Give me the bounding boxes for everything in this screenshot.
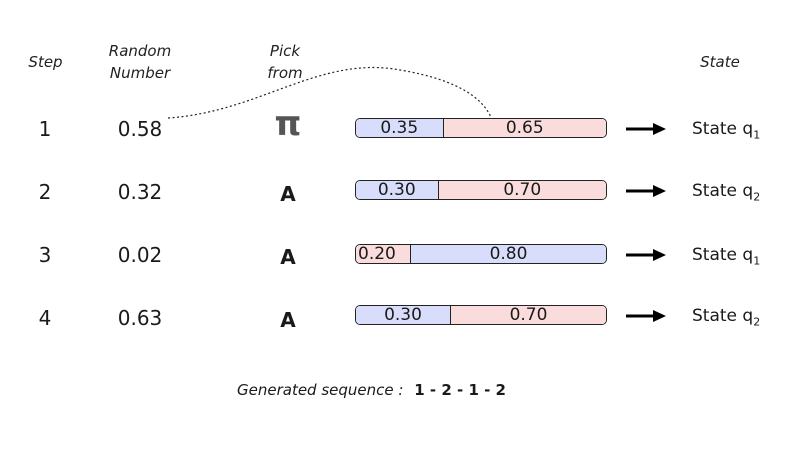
segment-state-1: 0.80	[411, 245, 606, 263]
matrix-a-symbol: A	[280, 182, 296, 206]
state-label: State q2	[692, 181, 792, 203]
segment-state-1: 0.30	[356, 181, 439, 199]
segment-value: 0.30	[377, 180, 416, 200]
segment-state-2: 0.65	[443, 118, 606, 138]
segment-value: 0.70	[509, 305, 548, 325]
segment-value: 0.65	[505, 118, 544, 138]
generated-sequence: Generated sequence : 1 - 2 - 1 - 2	[237, 381, 506, 399]
segment-state-1: 0.30	[356, 306, 451, 324]
segment-state-2: 0.70	[451, 306, 606, 324]
random-number: 0.32	[117, 180, 163, 204]
state-subscript: 2	[753, 190, 761, 204]
probability-bar: 0.30 0.70	[355, 180, 607, 200]
header-state: State	[690, 51, 750, 73]
step-number: 3	[38, 243, 52, 267]
state-subscript: 2	[753, 315, 761, 329]
right-arrow-icon	[626, 249, 666, 261]
segment-value: 0.80	[489, 244, 528, 264]
probability-bar: 0.30 0.70	[355, 305, 607, 325]
segment-value: 0.20	[358, 244, 396, 264]
segment-state-2: 0.20	[356, 245, 411, 263]
segment-state-2: 0.70	[438, 180, 606, 200]
random-number: 0.02	[117, 243, 163, 267]
header-step-label: Step	[28, 53, 63, 71]
state-subscript: 1	[753, 128, 761, 142]
header-random-number: Random Number	[95, 40, 185, 84]
header-pick-line1: Pick	[269, 42, 301, 60]
state-prefix: State q	[692, 245, 754, 265]
segment-value: 0.30	[384, 305, 422, 325]
state-prefix: State q	[692, 306, 754, 326]
step-number: 4	[38, 306, 52, 330]
header-state-label: State	[700, 53, 740, 71]
header-random-line1: Random	[108, 42, 172, 60]
header-random-line2: Number	[109, 64, 171, 82]
probability-bar: 0.20 0.80	[355, 244, 607, 264]
state-prefix: State q	[692, 119, 754, 139]
random-number: 0.58	[117, 117, 163, 141]
segment-state-1: 0.35	[356, 119, 444, 137]
header-pick-from: Pick from	[255, 40, 315, 84]
generated-sequence-label: Generated sequence :	[237, 381, 404, 399]
step-number: 1	[38, 117, 52, 141]
pi-symbol: π	[274, 104, 302, 144]
matrix-a-symbol: A	[280, 308, 296, 332]
matrix-a-symbol: A	[280, 245, 296, 269]
segment-value: 0.70	[503, 180, 542, 200]
header-pick-line2: from	[267, 64, 303, 82]
state-prefix: State q	[692, 181, 754, 201]
random-number: 0.63	[117, 306, 163, 330]
state-label: State q1	[692, 245, 792, 267]
state-label: State q2	[692, 306, 792, 328]
state-subscript: 1	[753, 254, 761, 268]
right-arrow-icon	[626, 310, 666, 322]
right-arrow-icon	[626, 185, 666, 197]
generated-sequence-value: 1 - 2 - 1 - 2	[414, 381, 506, 399]
step-number: 2	[38, 180, 52, 204]
connector-path	[167, 66, 497, 129]
probability-bar: 0.35 0.65	[355, 118, 607, 138]
header-step: Step	[18, 51, 73, 73]
segment-value: 0.35	[380, 118, 419, 138]
state-label: State q1	[692, 119, 792, 141]
right-arrow-icon	[626, 123, 666, 135]
